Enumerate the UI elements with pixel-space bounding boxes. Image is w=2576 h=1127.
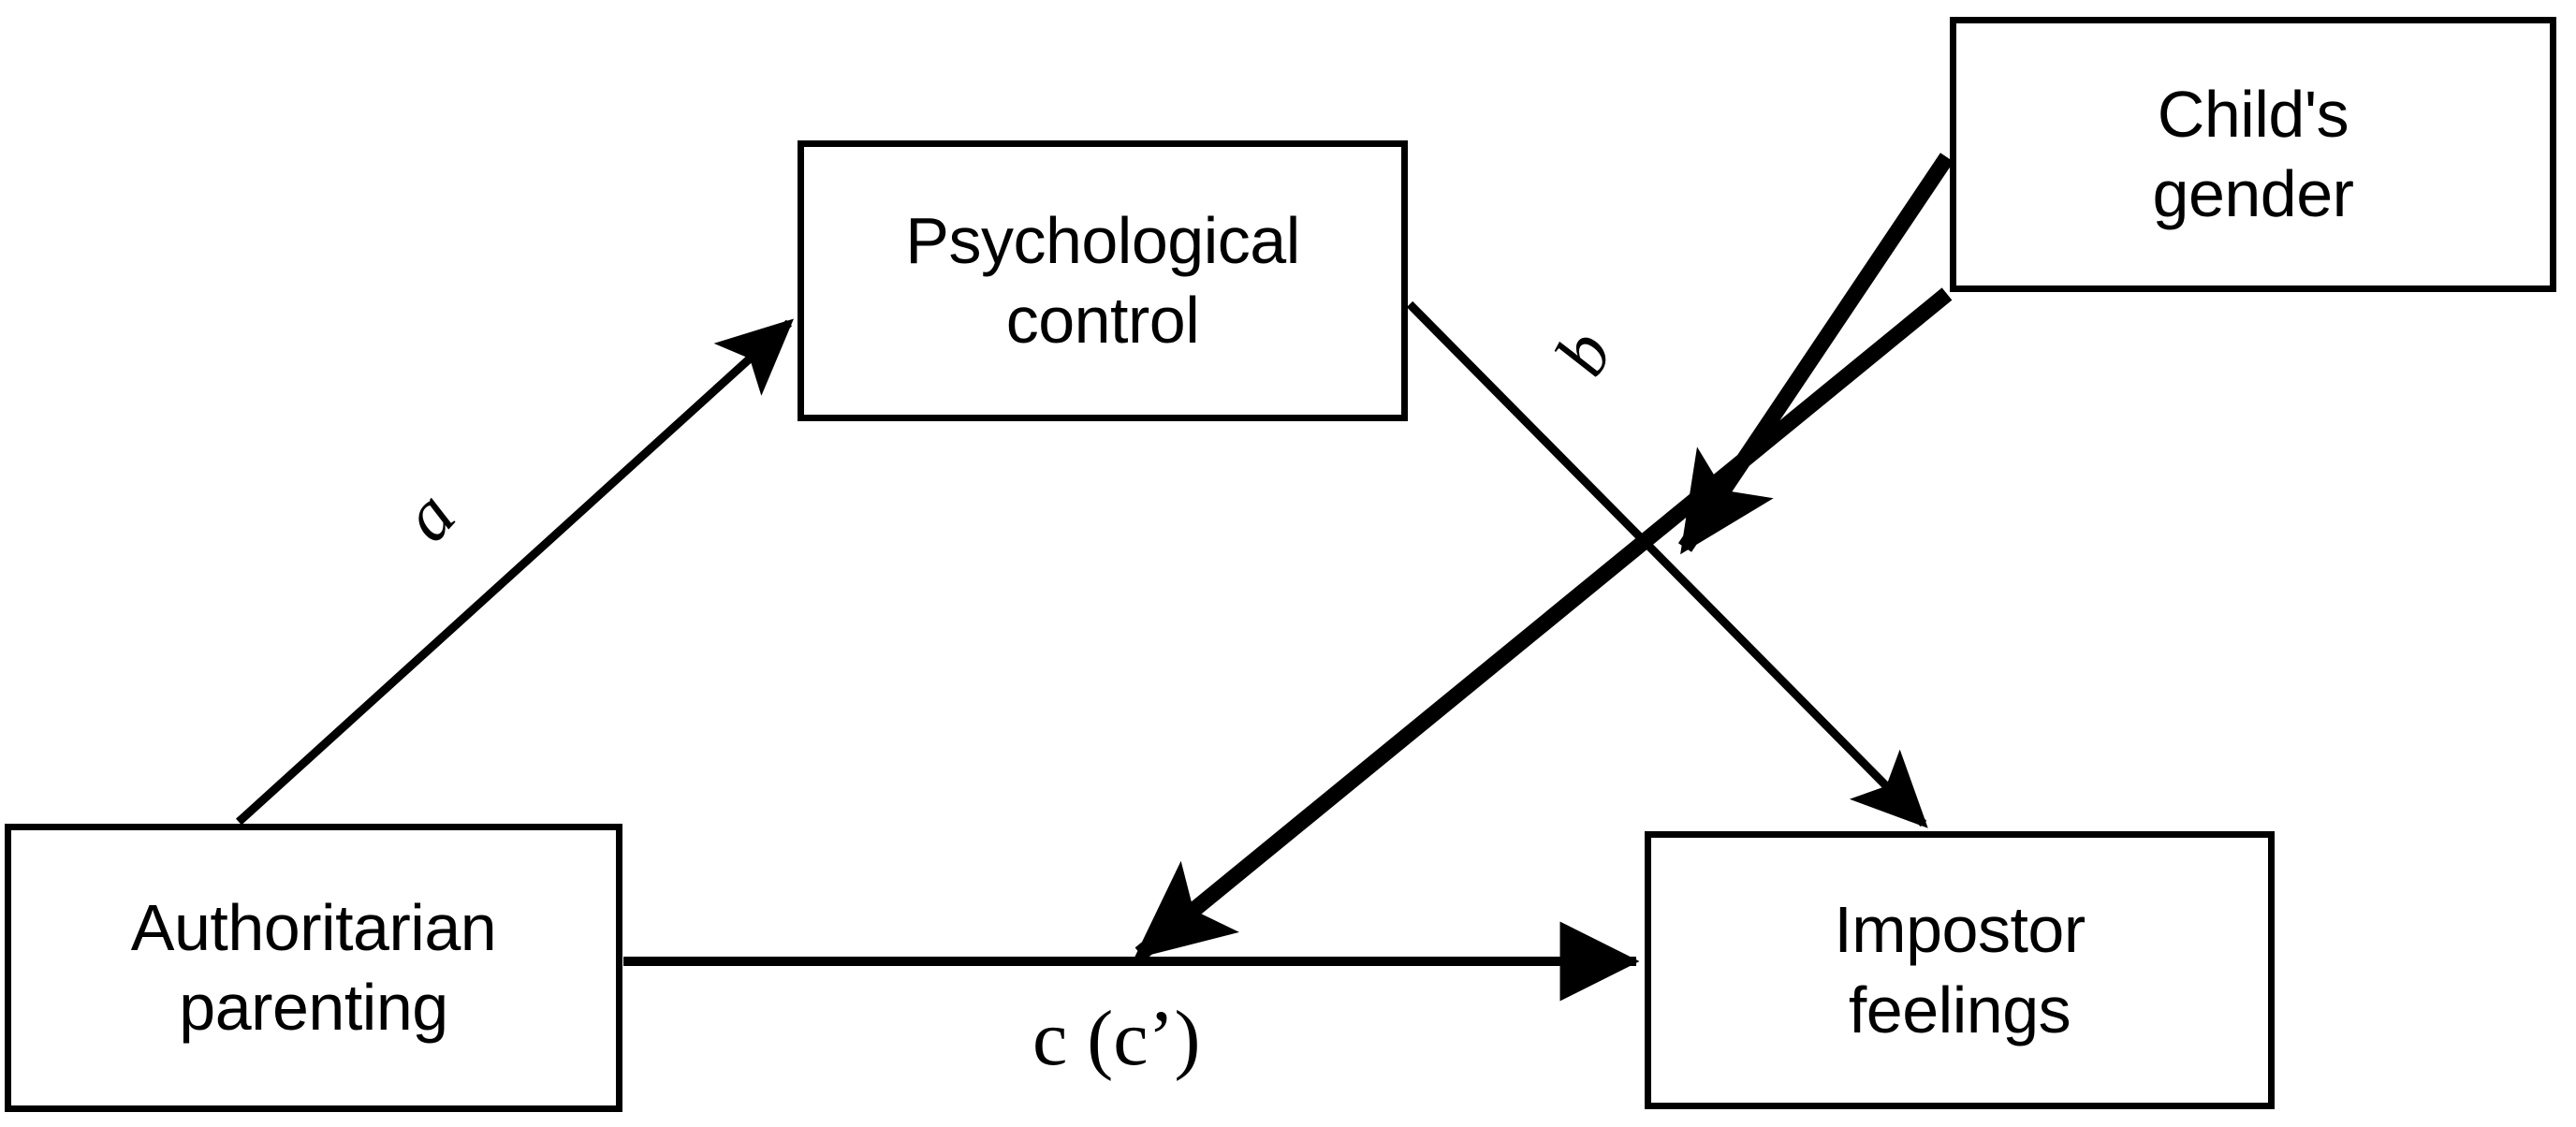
edge-path-a [235, 318, 795, 826]
node-psychological-control-label: Psychological control [905, 203, 1300, 357]
node-impostor-feelings-label: Impostor feelings [1834, 893, 2086, 1046]
node-authoritarian-parenting-label: Authoritarian parenting [130, 890, 497, 1044]
edge-label-c: c (c’) [1032, 995, 1201, 1082]
node-psychological-control[interactable]: Psychological control [798, 140, 1408, 421]
edge-moderation-on-c [1134, 287, 1953, 960]
node-impostor-feelings[interactable]: Impostor feelings [1645, 831, 2275, 1109]
edge-moderation-on-b [1677, 153, 1954, 555]
node-childs-gender-label: Child's gender [2152, 77, 2354, 230]
node-authoritarian-parenting[interactable]: Authoritarian parenting [5, 824, 622, 1112]
edge-path-b [1406, 300, 1928, 828]
node-childs-gender[interactable]: Child's gender [1950, 17, 2556, 292]
